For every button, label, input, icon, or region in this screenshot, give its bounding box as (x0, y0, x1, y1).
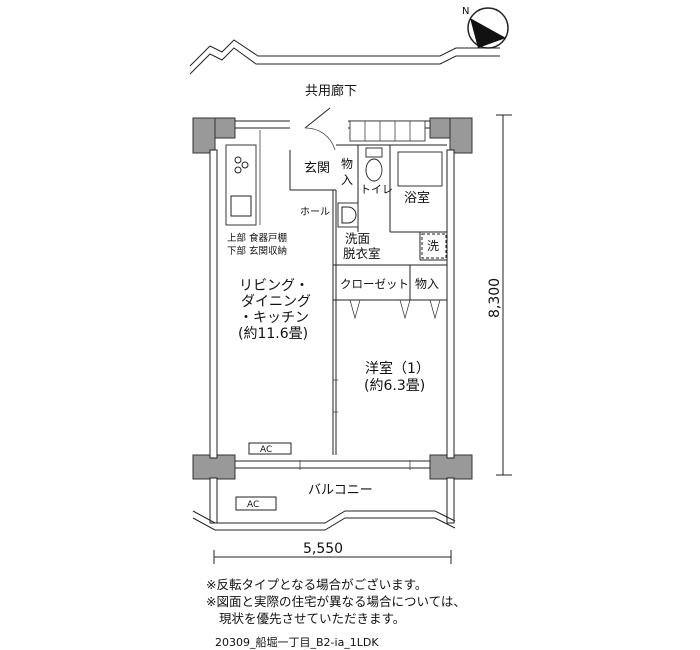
toilet-label: トイレ (360, 183, 393, 196)
corridor-label: 共用廊下 (305, 83, 357, 99)
western-label-1: 洋室（1） (365, 360, 430, 377)
height-dimension-label: 8,300 (487, 278, 503, 318)
washbasin (337, 202, 359, 228)
compass-label: N (462, 6, 469, 17)
width-dimension: 5,550 (213, 541, 452, 564)
storage-top-label-2: 入 (341, 173, 353, 187)
living-label-4: (約11.6畳) (238, 326, 308, 342)
cupboard-label-2: 下部 玄関収納 (227, 245, 287, 257)
height-dimension: 8,300 (487, 114, 512, 476)
sliding-door (299, 379, 411, 470)
kitchen-counter (225, 130, 261, 226)
svg-text:AC: AC (247, 500, 259, 510)
corridor-outline (189, 39, 500, 75)
notes-block: ※反転タイプとなる場合がございます。 ※図面と実際の住宅が異なる場合については、… (206, 576, 466, 627)
entrance-label: 玄関 (304, 161, 330, 176)
width-dimension-label: 5,550 (303, 541, 343, 557)
walls (192, 117, 473, 480)
ac-unit-outdoor: AC (235, 496, 277, 511)
living-label-3: ・キッチン (239, 310, 309, 326)
entrance-door (304, 107, 336, 151)
washer-pan (421, 233, 447, 259)
interior-partitions (289, 144, 447, 455)
closet-label: クローゼット (340, 277, 409, 291)
ac-unit-indoor: AC (248, 442, 292, 455)
svg-text:AC: AC (260, 445, 272, 455)
bathtub (397, 151, 443, 187)
bath-label: 浴室 (404, 190, 430, 206)
closet-doors (349, 299, 441, 320)
toilet-fixture (365, 147, 383, 182)
washroom-label-2: 脱衣室 (343, 246, 381, 261)
plan-code: 20309_船堀一丁目_B2-ia_1LDK (215, 636, 379, 649)
washroom-label-1: 洗面 (345, 231, 370, 246)
note-line: ※反転タイプとなる場合がございます。 (206, 577, 428, 592)
balcony-outline (192, 477, 456, 531)
cupboard-label-1: 上部 食器戸棚 (227, 232, 287, 244)
washer-label: 洗 (427, 239, 439, 253)
balcony-label: バルコニー (308, 483, 373, 498)
note-line: 現状を優先させていただきます。 (219, 611, 406, 626)
living-label-1: リビング・ (239, 278, 309, 294)
western-label-2: (約6.3畳) (364, 378, 425, 394)
living-label-2: ダイニング (241, 294, 311, 310)
top-louvers (349, 120, 426, 142)
storage-side-label: 物入 (415, 277, 439, 291)
hall-label: ホール (300, 206, 330, 218)
note-line: ※図面と実際の住宅が異なる場合については、 (206, 594, 466, 609)
storage-top-label-1: 物 (341, 157, 353, 171)
compass-icon: N (462, 6, 509, 49)
